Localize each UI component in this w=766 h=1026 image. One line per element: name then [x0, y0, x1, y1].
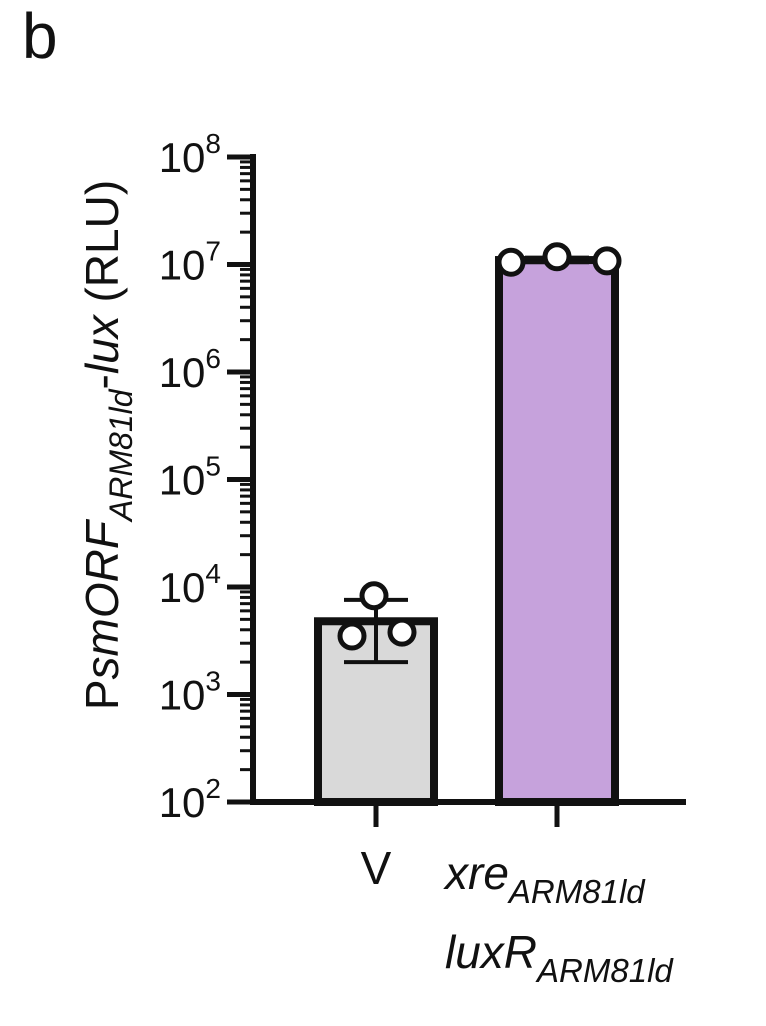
y-title-part: (RLU): [76, 180, 128, 315]
panel-label: b: [22, 0, 58, 72]
tick-base: 10: [159, 134, 206, 181]
tick-base: 10: [159, 564, 206, 611]
bar: [495, 256, 619, 806]
category-text: V: [361, 842, 392, 894]
y-title-part: -: [76, 374, 128, 389]
category-subscript: ARM81ld: [507, 873, 646, 910]
tick-base: 10: [159, 672, 206, 719]
data-points: [337, 242, 622, 651]
data-point: [496, 247, 526, 277]
category-text: xre: [443, 847, 509, 899]
y-tick-label: 104: [159, 558, 221, 611]
x-category-label: V: [361, 842, 392, 894]
x-category-label: luxRARM81ld: [445, 926, 674, 989]
bars: [314, 256, 619, 806]
tick-exponent: 6: [205, 343, 221, 374]
y-axis-title: PsmORFARM81ld-lux (RLU): [76, 180, 139, 710]
y-title-part: smORF: [76, 518, 128, 679]
y-axis-label: PsmORFARM81ld-lux (RLU): [76, 180, 139, 710]
tick-base: 10: [159, 457, 206, 504]
y-tick-label: 106: [159, 343, 221, 396]
y-tick-label: 103: [159, 666, 221, 719]
tick-exponent: 8: [205, 128, 221, 159]
data-point: [337, 621, 367, 651]
y-title-part: ARM81ld: [103, 388, 139, 523]
y-tick-label: 107: [159, 236, 221, 289]
y-title-part: P: [76, 679, 128, 710]
tick-exponent: 7: [205, 236, 221, 267]
y-tick-label: 105: [159, 451, 221, 504]
category-subscript: ARM81ld: [535, 952, 674, 989]
data-point: [387, 617, 417, 647]
tick-base: 10: [159, 242, 206, 289]
tick-base: 10: [159, 349, 206, 396]
y-title-part: lux: [76, 313, 128, 374]
tick-base: 10: [159, 779, 206, 826]
data-point: [592, 246, 622, 276]
y-tick-label: 108: [159, 128, 221, 181]
data-point: [542, 242, 572, 272]
tick-exponent: 4: [205, 558, 221, 589]
tick-exponent: 3: [205, 666, 221, 697]
tick-exponent: 2: [205, 773, 221, 804]
tick-exponent: 5: [205, 451, 221, 482]
category-text: luxR: [445, 926, 537, 978]
data-point: [359, 581, 389, 611]
y-tick-label: 102: [159, 773, 221, 826]
x-category-label: xreARM81ld: [443, 847, 646, 910]
